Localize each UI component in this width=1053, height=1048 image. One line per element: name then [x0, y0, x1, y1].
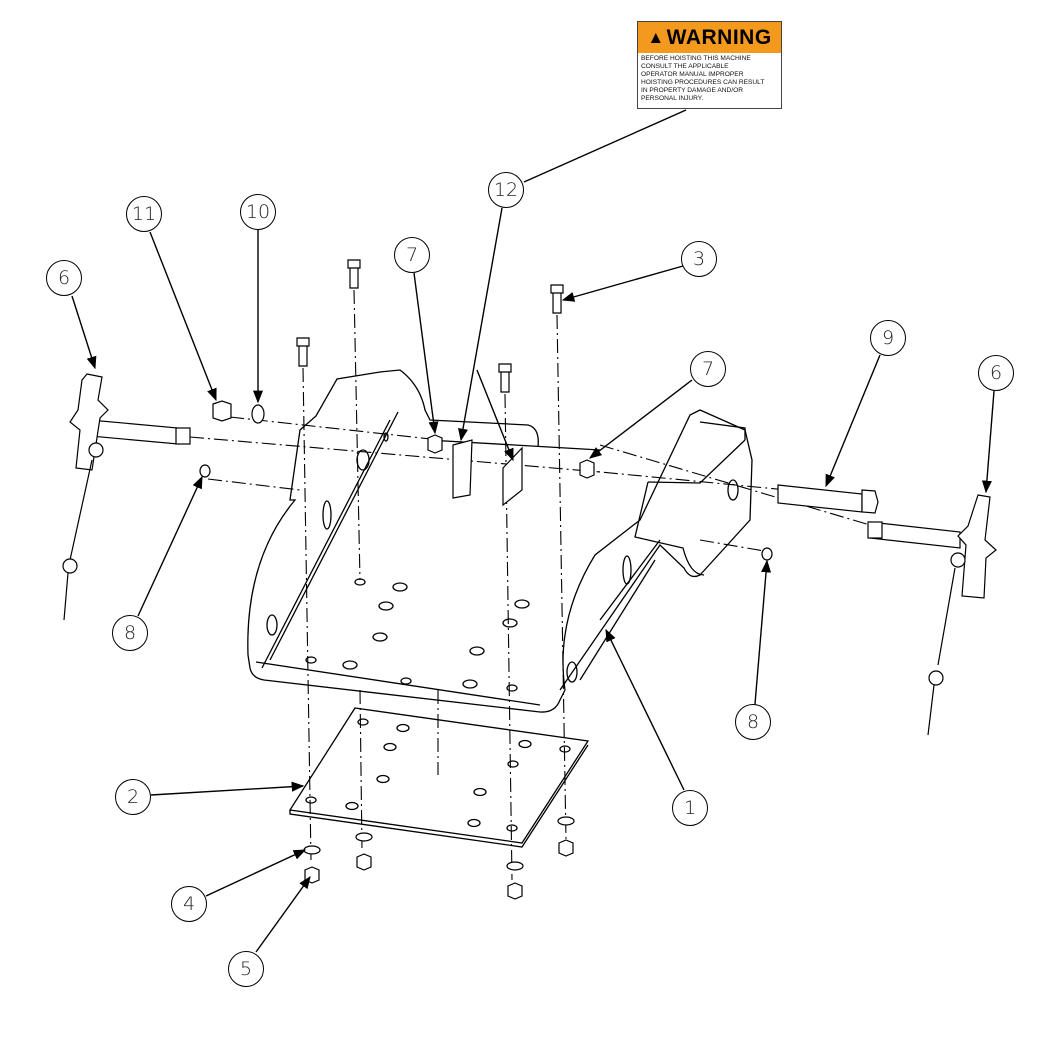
base-plate — [288, 707, 590, 848]
leader-lines — [71, 109, 995, 953]
warning-title: WARNING — [666, 25, 772, 49]
warning-text: BEFORE HOISTING THIS MACHINE CONSULT THE… — [638, 53, 781, 104]
warning-line: HOISTING PROCEDURES CAN RESULT — [641, 79, 765, 87]
callout-6-left: 6 — [46, 260, 82, 296]
callout-6-right: 6 — [978, 355, 1014, 391]
callout-4: 4 — [171, 886, 207, 922]
callout-2: 2 — [115, 779, 151, 815]
t-handle-pin-left — [62, 373, 191, 621]
callout-8-right: 8 — [735, 704, 771, 740]
main-bracket — [247, 369, 753, 713]
warning-line: IN PROPERTY DAMAGE AND/OR — [641, 87, 743, 95]
warning-line: CONSULT THE APPLICABLE — [641, 63, 729, 71]
callout-10: 10 — [240, 194, 276, 230]
warning-line: BEFORE HOISTING THIS MACHINE — [641, 55, 751, 62]
callout-12: 12 — [488, 172, 524, 208]
warning-triangle-icon: ▲ — [647, 27, 665, 47]
center-lines — [189, 289, 881, 881]
warning-label: ▲ WARNING BEFORE HOISTING THIS MACHINE C… — [637, 21, 782, 109]
callout-3: 3 — [681, 241, 717, 277]
clevis-bracket — [634, 421, 746, 576]
callout-5: 5 — [228, 951, 264, 987]
callout-1: 1 — [672, 790, 708, 826]
callout-7-left: 7 — [394, 237, 430, 273]
callout-8-left: 8 — [112, 615, 148, 651]
decals — [452, 439, 523, 507]
callout-9: 9 — [870, 320, 906, 356]
callout-7-right: 7 — [690, 351, 726, 387]
bolts — [296, 259, 564, 393]
warning-line: OPERATOR MANUAL IMPROPER — [641, 71, 744, 79]
warning-header: ▲ WARNING — [638, 22, 781, 53]
hardware — [199, 400, 773, 900]
t-handle-pin-right — [867, 494, 997, 736]
warning-line: PERSONAL INJURY. — [641, 95, 704, 103]
callout-11: 11 — [126, 196, 162, 232]
hex-pin-bolt — [777, 484, 879, 514]
